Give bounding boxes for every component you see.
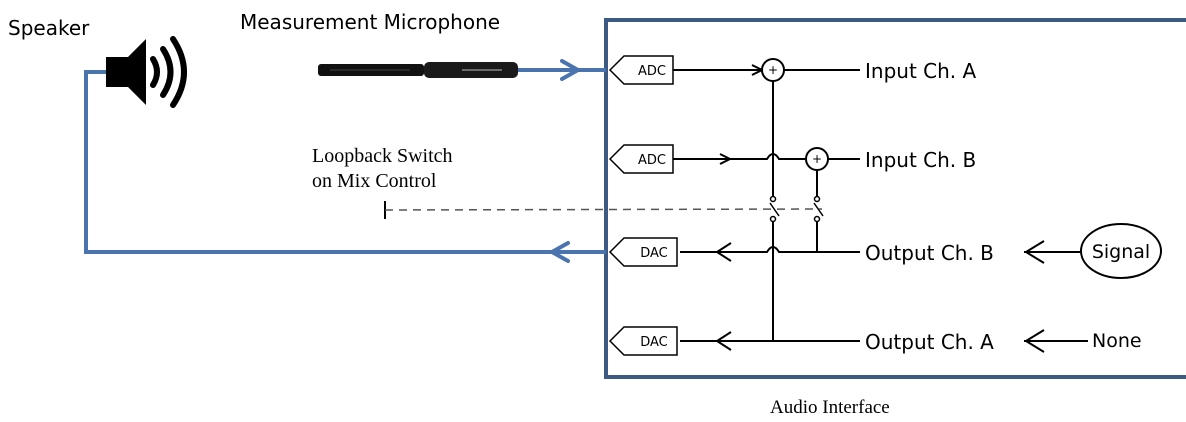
switch-b-contact-bottom [813,215,821,223]
dac-block-a: DAC [608,326,678,356]
switch-a-contact-bottom [769,215,777,223]
microphone-icon [318,62,518,78]
signal-feed-arrow [1024,240,1045,264]
speaker-cable [84,70,606,254]
microphone-label: Measurement Microphone [240,10,501,34]
signal-source-label: Signal [1092,241,1150,263]
summing-junction-a-symbol: + [768,63,778,77]
dac-block-b: DAC [608,237,678,267]
signal-source-oval [1080,223,1162,279]
output-a-arrow [715,331,732,351]
output-ch-a-label: Output Ch. A [865,330,994,354]
output-ch-b-label: Output Ch. B [865,241,994,265]
loopback-control-dashed [384,208,823,211]
speaker-label: Speaker [8,16,90,40]
loopback-switch-label-line2: on Mix Control [312,170,437,192]
adc-block-a-label: ADC [638,64,666,79]
output-b-arrow [715,242,732,262]
switch-a-blade [769,202,780,217]
none-feed-arrow [1024,329,1045,353]
input-ch-a-label: Input Ch. A [865,59,977,83]
switch-a-contact-top [769,195,777,203]
summing-junction-b-symbol: + [812,152,822,166]
microphone-cable-arrow [560,59,583,81]
switch-b-contact-top [813,195,821,203]
speaker-cable-arrow [547,241,570,263]
dac-block-b-label: DAC [640,246,668,261]
adc-block-b: ADC [608,144,674,174]
audio-interface-box [604,18,1186,379]
loopback-switch-label-line1: Loopback Switch [312,145,453,167]
adc-block-b-label: ADC [638,153,666,168]
switch-b-blade [813,202,824,217]
input-ch-b-label: Input Ch. B [865,148,976,172]
dac-block-a-label: DAC [640,335,668,350]
input-b-line-2 [728,153,806,160]
none-source-label: None [1092,330,1142,352]
audio-interface-label: Audio Interface [770,397,890,418]
adc-block-a: ADC [608,55,674,85]
speaker-icon [106,36,187,108]
output-b-line [680,246,860,253]
